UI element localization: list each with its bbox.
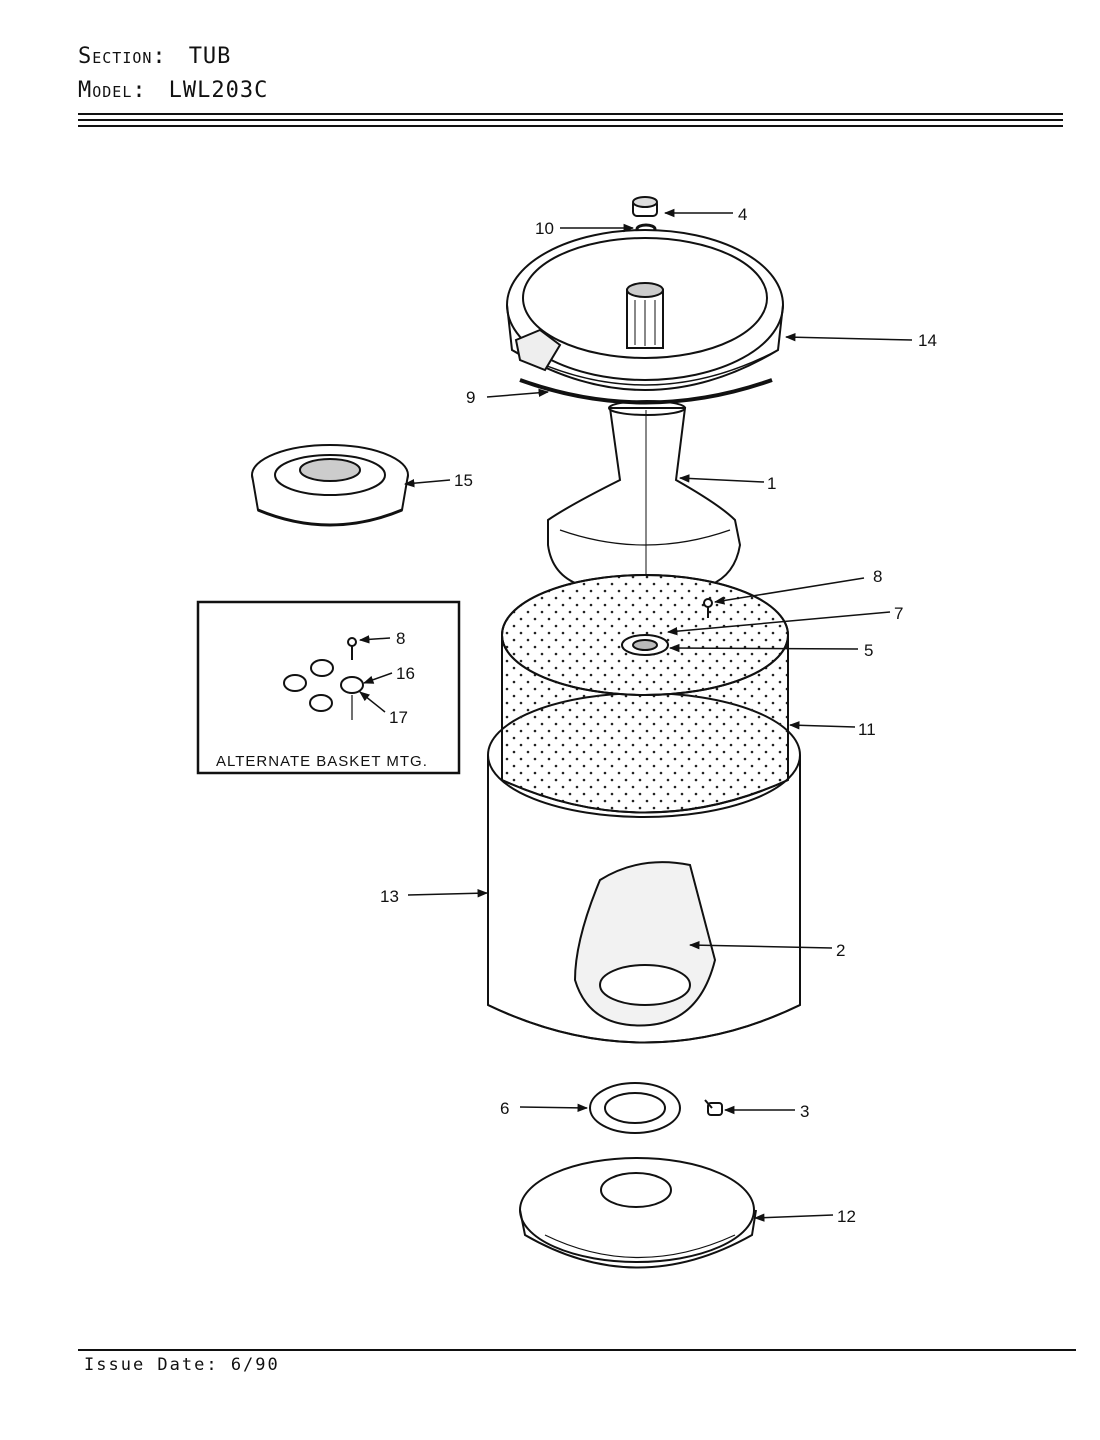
callout-16: 16	[396, 664, 415, 683]
model-line: Model: LWL203C	[78, 78, 268, 103]
model-value: LWL203C	[168, 78, 269, 103]
callout-2: 2	[836, 941, 845, 960]
callout-17: 17	[389, 708, 408, 727]
screw-part-8	[703, 598, 713, 618]
bolt-part-3	[704, 1099, 723, 1116]
callout-4: 4	[738, 205, 747, 224]
tub-ring-part-14	[506, 229, 784, 391]
alternate-mounting-inset	[196, 600, 461, 775]
gasket-part-9	[519, 378, 773, 405]
header-rule-top	[78, 113, 1063, 115]
section-label: Section:	[78, 44, 167, 69]
callout-5: 5	[864, 641, 873, 660]
header-rule-bottom	[78, 125, 1063, 127]
seal-ring-part-6	[589, 1082, 681, 1134]
header-rule-mid	[78, 119, 1063, 121]
agitator-cap-part-15	[251, 444, 409, 527]
callout-11: 11	[858, 720, 876, 739]
outer-tub-part-13	[487, 692, 801, 1044]
callout-3: 3	[800, 1102, 809, 1121]
footer-rule	[78, 1349, 1076, 1351]
section-line: Section: TUB	[78, 44, 231, 69]
callout-9: 9	[466, 388, 475, 407]
inset-caption: ALTERNATE BASKET MTG.	[216, 753, 428, 770]
callout-1: 1	[767, 474, 776, 493]
callout-7: 7	[894, 604, 903, 623]
section-value: TUB	[188, 44, 232, 69]
callout-14: 14	[918, 331, 937, 350]
callout-13: 13	[380, 887, 399, 906]
cap-part-4	[632, 196, 658, 235]
agitator-part-1	[547, 400, 742, 600]
spin-basket-part-11	[501, 574, 789, 814]
base-plate-part-12	[519, 1157, 757, 1269]
callout-8-inset: 8	[396, 629, 405, 648]
issue-date: Issue Date: 6/90	[84, 1355, 280, 1375]
mounting-grommets	[283, 637, 364, 720]
callout-6: 6	[500, 1099, 509, 1118]
callout-15: 15	[454, 471, 473, 490]
callout-8: 8	[873, 567, 882, 586]
leader-lines	[358, 208, 913, 1222]
model-label: Model:	[78, 78, 147, 103]
callout-10: 10	[535, 219, 554, 238]
callout-labels: 4 10 14 9 1 15 8 7 5 11 13 2 6 3 12 8 16…	[380, 205, 937, 1226]
callout-12: 12	[837, 1207, 856, 1226]
